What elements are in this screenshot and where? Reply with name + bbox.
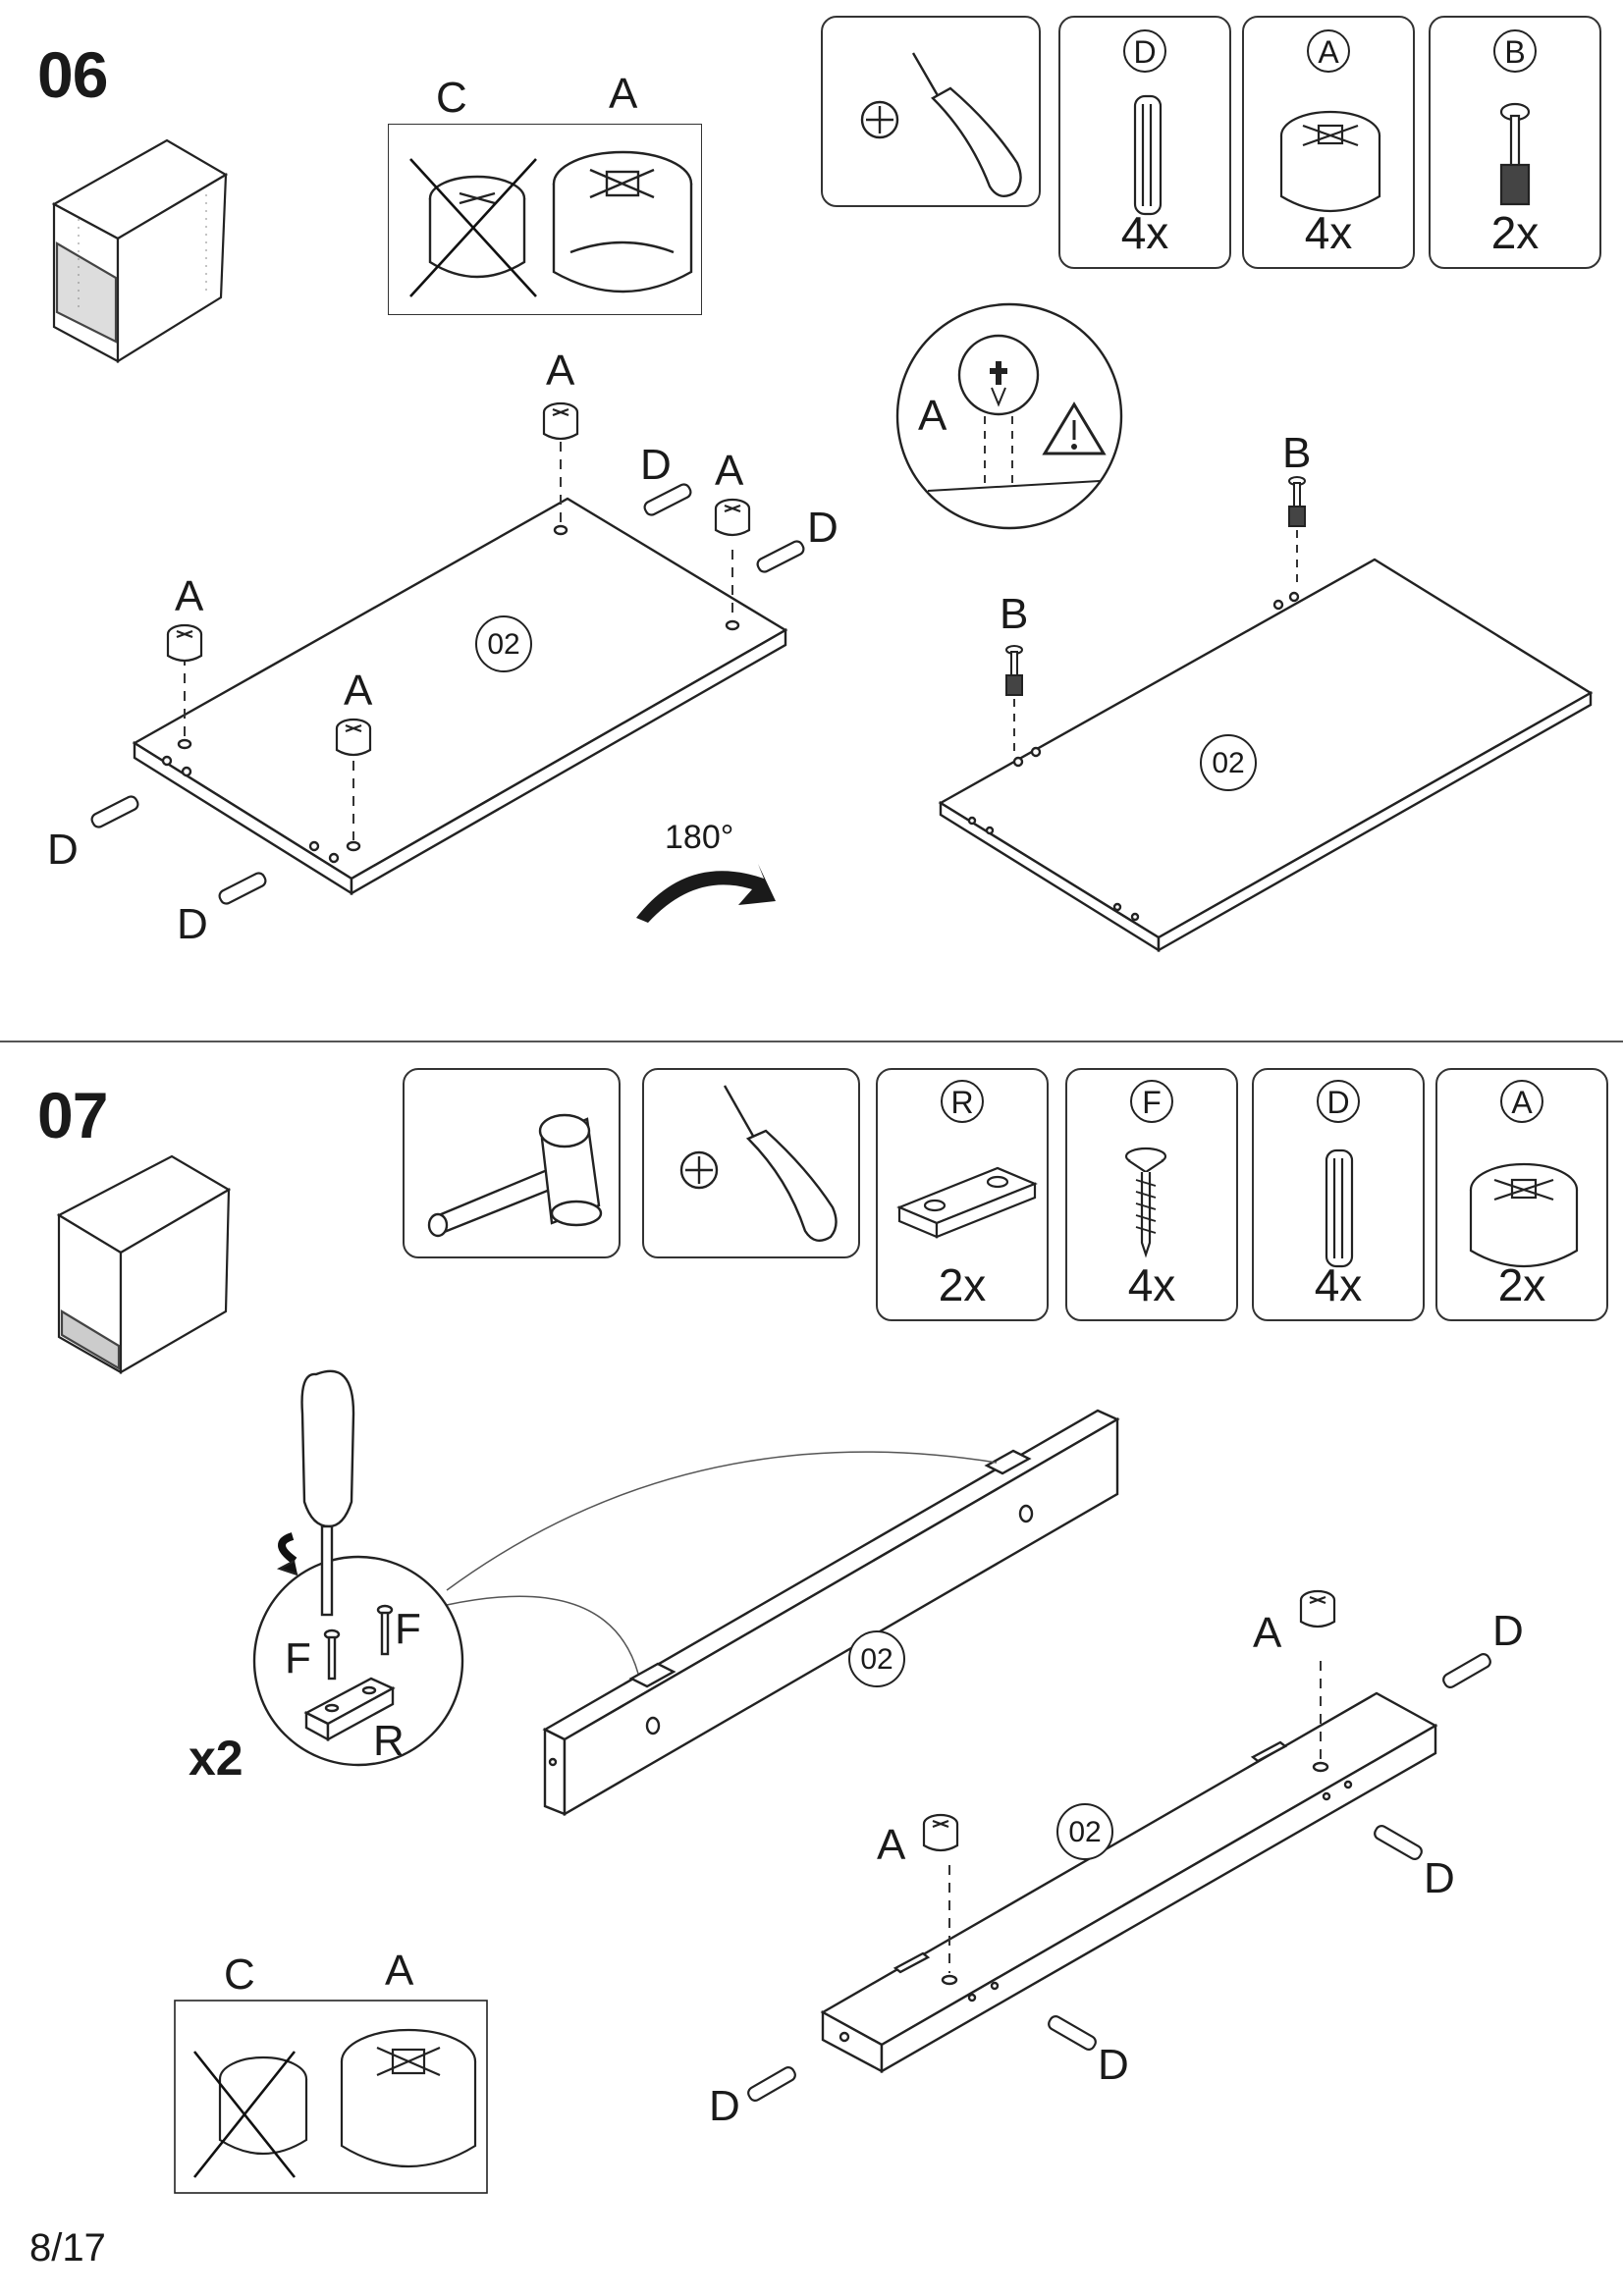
cam-lock-icon	[1279, 110, 1381, 212]
callout-d: D	[1098, 2041, 1129, 2089]
part-badge: B	[1493, 29, 1537, 73]
callout-a: A	[877, 1821, 906, 1869]
compare-right-label: A	[385, 1947, 414, 1995]
cabinet-thumbnail-icon	[56, 1154, 232, 1374]
callout-d: D	[47, 826, 79, 874]
wood-screw-icon	[1124, 1147, 1167, 1258]
tool-screwdriver-box	[821, 16, 1041, 207]
step-07-number: 07	[37, 1079, 108, 1151]
mallet-icon	[427, 1113, 603, 1238]
warning-triangle-icon	[1042, 401, 1107, 455]
part-F-box: F 4x	[1065, 1068, 1238, 1321]
rail-number-02: 02	[860, 1643, 893, 1676]
callout-d: D	[807, 504, 839, 552]
callout-a: A	[546, 347, 575, 395]
connector-plate-icon	[896, 1166, 1038, 1239]
step-06-drawing	[90, 302, 1594, 953]
part-D-box: D 4x	[1252, 1068, 1425, 1321]
callout-d: D	[709, 2082, 740, 2130]
compare-right-label: A	[609, 70, 638, 118]
part-count: 4x	[1304, 207, 1353, 258]
callout-r: R	[373, 1717, 405, 1765]
tool-mallet-box	[403, 1068, 621, 1258]
part-B-box: B 2x	[1429, 16, 1601, 269]
part-count: 4x	[1127, 1259, 1176, 1310]
dowel-icon	[1133, 94, 1163, 216]
callout-a: A	[175, 572, 204, 620]
phillips-screwdriver-icon	[860, 52, 1022, 198]
part-badge: D	[1123, 29, 1166, 73]
part-A-box: A 2x	[1435, 1068, 1608, 1321]
part-D-box: D 4x	[1058, 16, 1231, 269]
part-badge: R	[941, 1080, 984, 1123]
cam-lock-compare-panel	[388, 124, 702, 315]
part-badge: A	[1307, 29, 1350, 73]
rail-number-02: 02	[1068, 1816, 1102, 1848]
callout-f: F	[395, 1605, 421, 1653]
cam-bolt-icon	[1499, 102, 1531, 206]
step-divider	[0, 1041, 1623, 1042]
detail-callout-a: A	[918, 392, 947, 440]
callout-d: D	[1424, 1854, 1455, 1902]
part-count: 2x	[938, 1259, 987, 1310]
step-06-number: 06	[37, 38, 108, 111]
callout-a: A	[1253, 1609, 1282, 1657]
part-count: 2x	[1490, 207, 1540, 258]
part-count: 4x	[1314, 1259, 1363, 1310]
panel-number-02: 02	[487, 628, 520, 661]
part-badge: A	[1500, 1080, 1543, 1123]
callout-d: D	[640, 441, 672, 489]
cam-lock-icon	[1469, 1162, 1579, 1267]
callout-d: D	[177, 900, 208, 948]
multiplier-label: x2	[189, 1731, 243, 1786]
part-badge: D	[1317, 1080, 1360, 1123]
callout-d: D	[1492, 1607, 1524, 1655]
part-R-box: R 2x	[876, 1068, 1049, 1321]
part-badge: F	[1130, 1080, 1173, 1123]
part-count: 2x	[1497, 1259, 1546, 1310]
callout-a: A	[344, 667, 373, 715]
callout-b: B	[1282, 429, 1312, 477]
callout-a: A	[715, 447, 744, 495]
page-number: 8/17	[29, 2226, 106, 2269]
panel-number-02: 02	[1212, 747, 1245, 779]
phillips-screwdriver-icon	[679, 1085, 838, 1243]
cabinet-thumbnail-icon	[51, 138, 229, 363]
tool-screwdriver-box	[642, 1068, 860, 1258]
dowel-icon	[1325, 1148, 1354, 1268]
callout-b: B	[1000, 590, 1029, 638]
compare-wrong-label: C	[224, 1950, 255, 1999]
callout-f: F	[285, 1634, 311, 1682]
part-count: 4x	[1120, 207, 1169, 258]
rotate-label: 180°	[665, 819, 734, 856]
compare-wrong-label: C	[436, 74, 467, 122]
part-A-box: A 4x	[1242, 16, 1415, 269]
